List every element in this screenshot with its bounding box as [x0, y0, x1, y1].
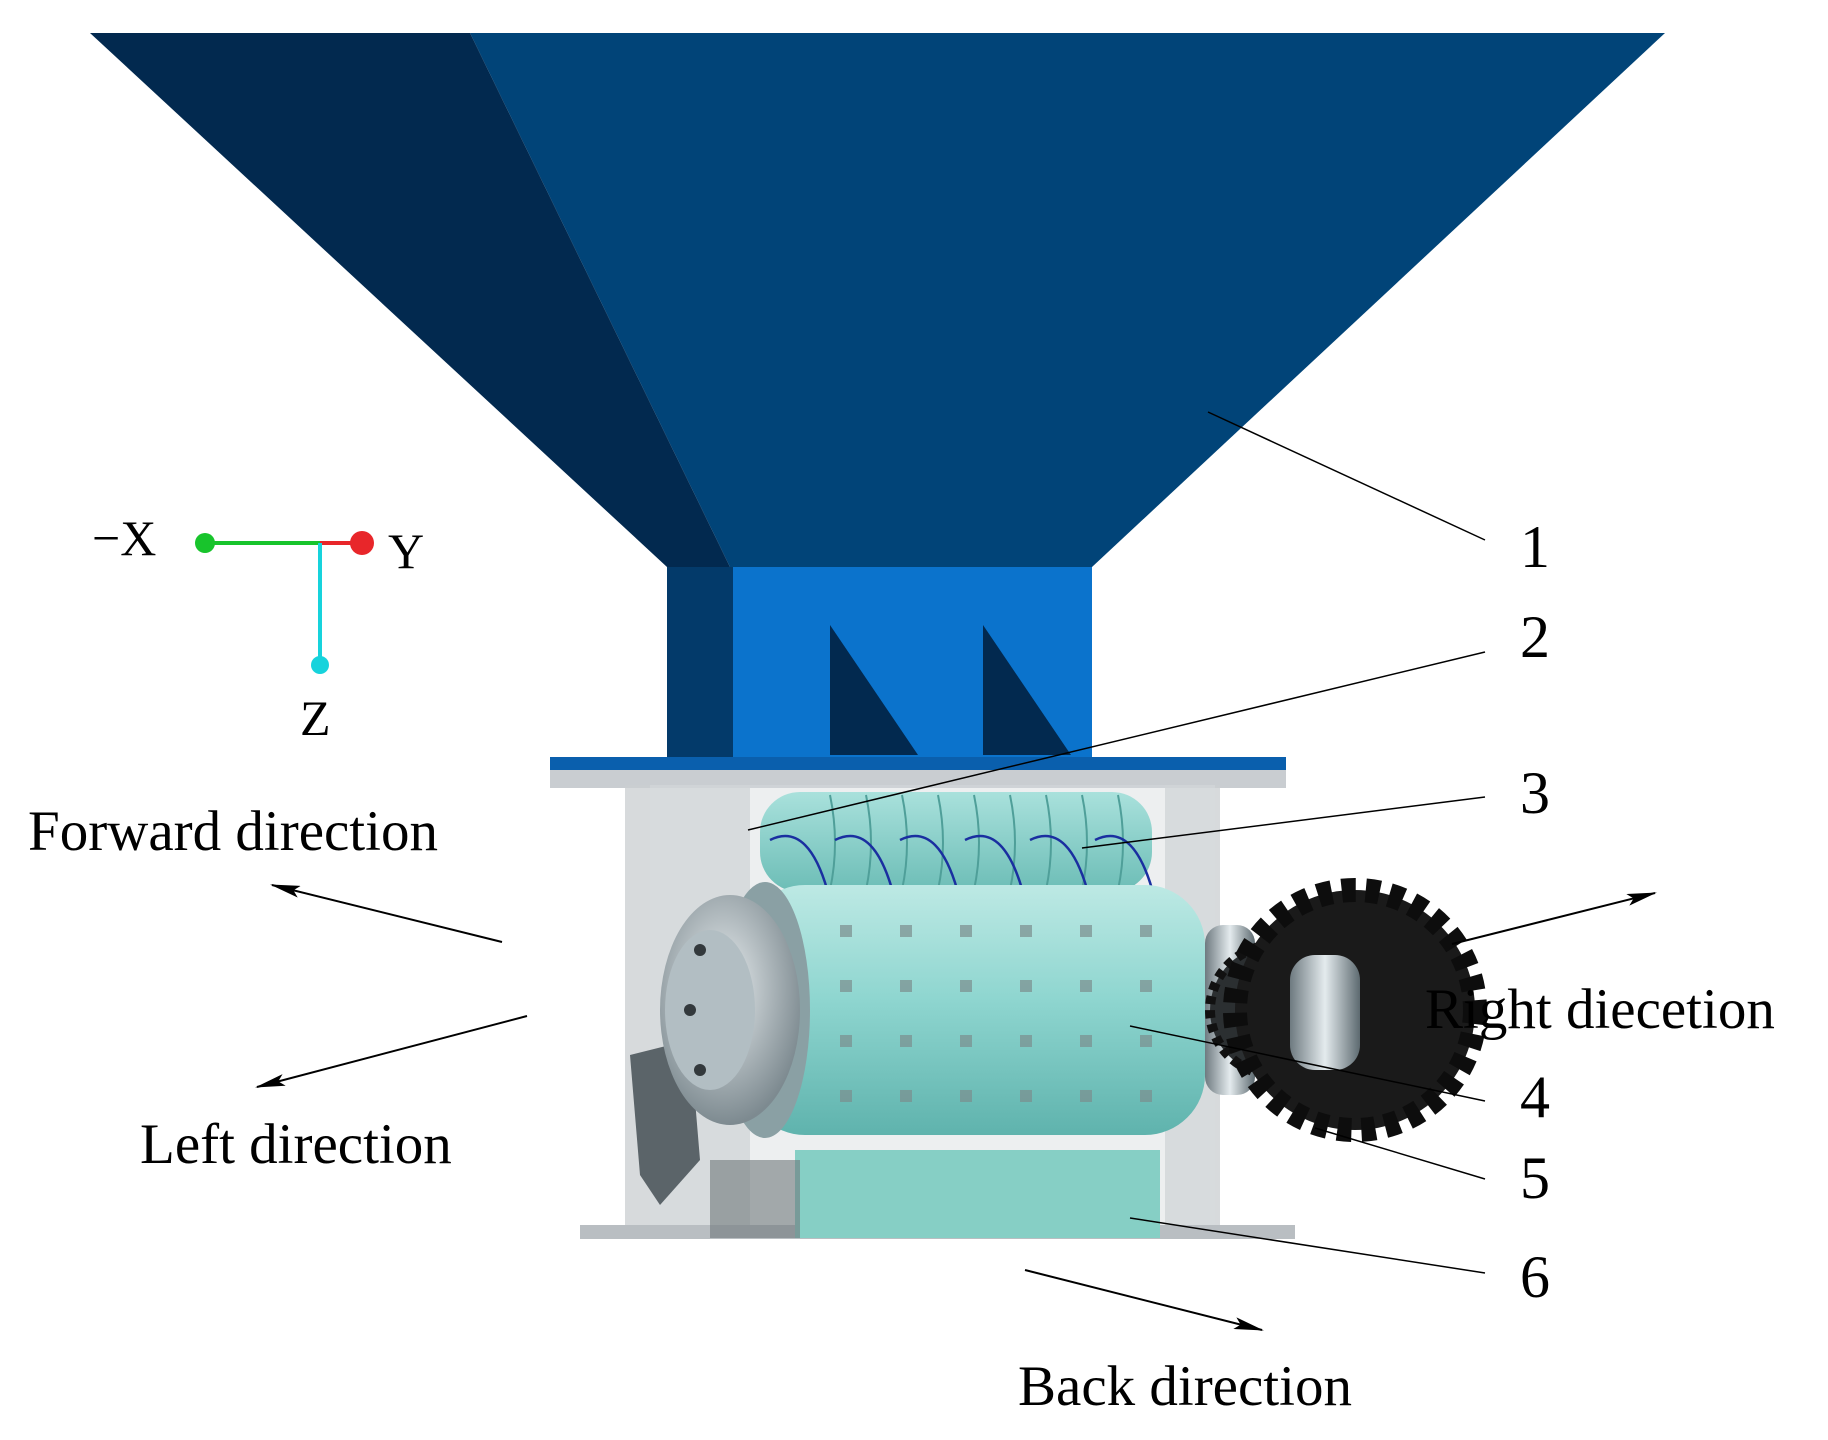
axis-z-dot: [311, 656, 329, 674]
hopper-rib-left: [830, 625, 918, 755]
hopper-funnel-shadow: [90, 33, 730, 567]
axis-neg-x-label: −X: [92, 510, 156, 566]
top-roller: [760, 792, 1157, 901]
seed-guide-box-edge: [710, 1160, 800, 1238]
hopper-neck-shadow: [667, 567, 735, 757]
top-roller-body: [760, 792, 1152, 892]
left-arrow: [255, 1015, 528, 1088]
end-cap-bolt: [694, 1064, 706, 1076]
leader-4: [1129, 1025, 1486, 1102]
back-arrow: [1024, 1269, 1264, 1331]
right-arrow: [1451, 892, 1657, 945]
callout-leaders: [747, 411, 1486, 1274]
leader-3: [1081, 796, 1486, 849]
callout-2: 2: [1520, 604, 1550, 670]
callout-3: 3: [1520, 760, 1550, 826]
seed-roller-cells: [840, 925, 1152, 1102]
leader-5: [1314, 1127, 1486, 1180]
direction-arrows: [255, 884, 1657, 1331]
seed-roller-body: [745, 885, 1205, 1135]
back-direction-label: Back direction: [1018, 1355, 1352, 1418]
end-cap-face: [665, 930, 755, 1090]
hopper-rib-right: [983, 625, 1071, 755]
spiral-brush-lines: [769, 834, 1157, 901]
callout-4: 4: [1520, 1064, 1550, 1130]
leader-6: [1129, 1217, 1486, 1274]
frame-top-plate: [550, 770, 1286, 788]
axis-triad: −X Y Z: [92, 510, 424, 746]
sprocket-hub: [1290, 955, 1360, 1070]
end-cap-bolt: [684, 1004, 696, 1016]
callout-5: 5: [1520, 1145, 1550, 1211]
forward-direction-label: Forward direction: [28, 800, 438, 863]
leader-1: [1207, 411, 1486, 541]
left-end-cap: [630, 895, 800, 1205]
axis-y-label: Y: [388, 523, 424, 579]
callout-6: 6: [1520, 1244, 1550, 1310]
left-direction-label: Left direction: [140, 1113, 452, 1176]
axis-x-dot: [195, 533, 215, 553]
leader-2: [747, 651, 1486, 831]
hopper-flange: [550, 757, 1286, 770]
hopper: [90, 33, 1665, 770]
axis-z-label: Z: [300, 690, 331, 746]
callout-1: 1: [1520, 514, 1550, 580]
end-cap-bolt: [694, 944, 706, 956]
forward-arrow: [270, 884, 503, 943]
seed-guide-box: [795, 1150, 1160, 1238]
axis-y-dot: [350, 531, 374, 555]
right-direction-label: Right diecetion: [1425, 978, 1775, 1041]
hopper-funnel-main: [470, 33, 1665, 567]
top-roller-rings: [829, 794, 1124, 891]
drive-assembly: [1205, 878, 1487, 1142]
